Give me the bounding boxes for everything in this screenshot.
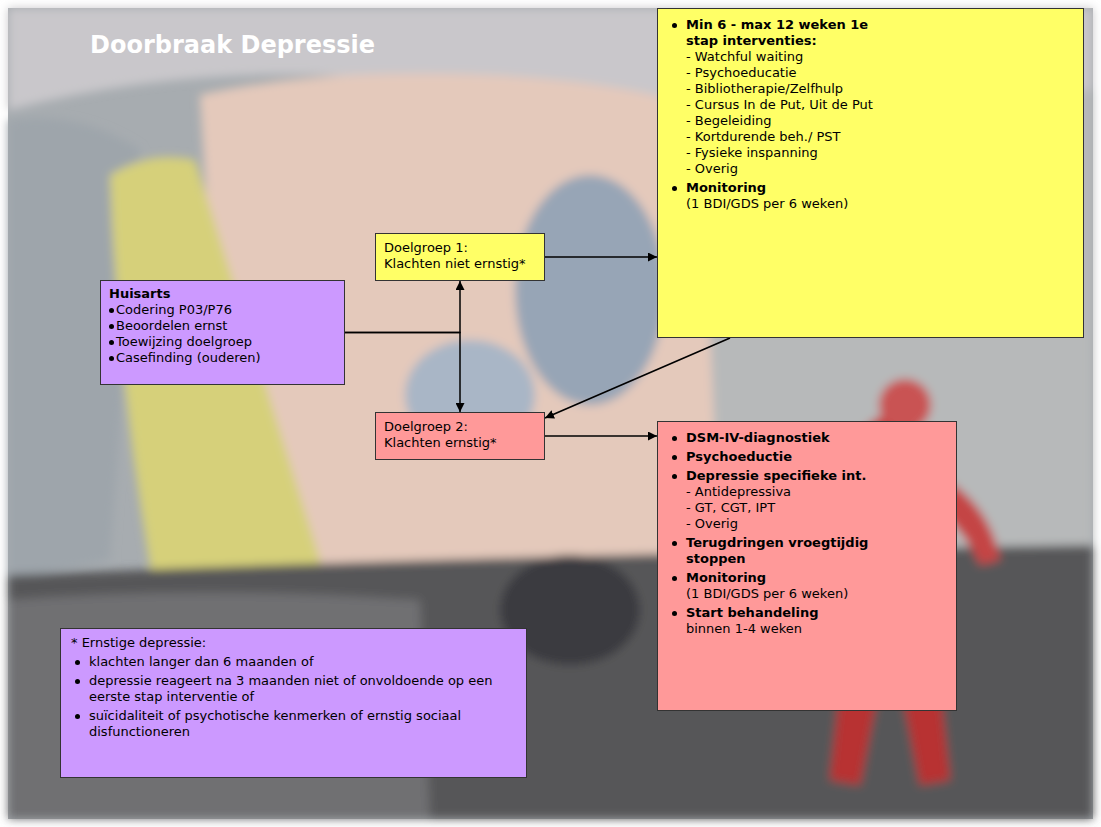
bullet-dot bbox=[672, 436, 677, 441]
body-text: depressie reageert na 3 maanden niet of … bbox=[71, 673, 516, 705]
body-text: Doelgroep 2: bbox=[384, 419, 536, 435]
bullet-dot bbox=[672, 455, 677, 460]
body-text: - Begeleiding bbox=[668, 113, 1073, 129]
painting-ground bbox=[8, 8, 1093, 819]
arrow-connector bbox=[345, 333, 460, 413]
body-text: - GT, CGT, IPT bbox=[668, 500, 946, 516]
body-text: Codering P03/P76 bbox=[109, 302, 336, 318]
bullet-dot bbox=[109, 308, 114, 313]
bullet-dot bbox=[672, 541, 677, 546]
bullet-dot bbox=[672, 474, 677, 479]
intervention-box: Min 6 - max 12 weken 1e stap interventie… bbox=[657, 8, 1084, 338]
yellow-slab bbox=[110, 157, 320, 620]
heading-text: Monitoring bbox=[668, 570, 946, 586]
bullet-dot bbox=[109, 356, 114, 361]
bullet-dot bbox=[672, 186, 677, 191]
body-text: - Psychoeducatie bbox=[668, 65, 1073, 81]
body-text: - Antidepressiva bbox=[668, 484, 946, 500]
body-text: - Overig bbox=[668, 161, 1073, 177]
body-text: - Fysieke inspanning bbox=[668, 145, 1073, 161]
arrow-connector bbox=[545, 338, 730, 418]
body-text: - Bibliotherapie/Zelfhulp bbox=[668, 81, 1073, 97]
body-text: - Overig bbox=[668, 516, 946, 532]
body-text: suïcidaliteit of psychotische kenmerken … bbox=[71, 708, 516, 740]
body-text: - Cursus In de Put, Uit de Put bbox=[668, 97, 1073, 113]
arrow-connector bbox=[545, 256, 657, 258]
bullet-dot bbox=[672, 576, 677, 581]
bullet-dot bbox=[109, 340, 114, 345]
bullet-dot bbox=[109, 324, 114, 329]
bullet-dot bbox=[75, 714, 80, 719]
heading-text: Depressie specifieke int. bbox=[668, 468, 946, 484]
body-text: Klachten ernstig* bbox=[384, 435, 536, 451]
intervention-box: DSM-IV-diagnostiekPsychoeductieDepressie… bbox=[657, 421, 957, 711]
body-text: Beoordelen ernst bbox=[109, 318, 336, 334]
body-text: - Watchful waiting bbox=[668, 49, 1073, 65]
body-text: Toewijzing doelgroep bbox=[109, 334, 336, 350]
heading-text: Huisarts bbox=[109, 286, 336, 302]
heading-text: DSM-IV-diagnostiek bbox=[668, 430, 946, 446]
bullet-dot bbox=[672, 23, 677, 28]
bullet-dot bbox=[672, 611, 677, 616]
body-text: binnen 1-4 weken bbox=[668, 621, 946, 637]
group-box: Doelgroep 1:Klachten niet ernstig* bbox=[375, 233, 545, 281]
footnote-box: * Ernstige depressie: klachten langer dan… bbox=[60, 628, 527, 778]
heading-text: Psychoeductie bbox=[668, 449, 946, 465]
arrow-connector bbox=[345, 281, 460, 333]
bullet-dot bbox=[75, 660, 80, 665]
heading-text: Monitoring bbox=[668, 180, 1073, 196]
heading-text: Start behandeling bbox=[668, 605, 946, 621]
body-text: - Kortdurende beh./ PST bbox=[668, 129, 1073, 145]
heading-text: Min 6 - max 12 weken 1e stap interventie… bbox=[668, 17, 901, 49]
blue-cloud bbox=[515, 175, 665, 405]
body-text: klachten langer dan 6 maanden of bbox=[71, 654, 516, 670]
body-text: Doelgroep 1: bbox=[384, 240, 536, 256]
body-text: * Ernstige depressie: bbox=[71, 635, 516, 651]
body-text: (1 BDI/GDS per 6 weken) bbox=[668, 586, 946, 602]
body-text: Casefinding (ouderen) bbox=[109, 350, 336, 366]
body-text: Klachten niet ernstig* bbox=[384, 256, 536, 272]
actor-box: HuisartsCodering P03/P76Beoordelen ernst… bbox=[100, 280, 345, 385]
body-text: (1 BDI/GDS per 6 weken) bbox=[668, 196, 1073, 212]
diagram-title: Doorbraak Depressie bbox=[90, 30, 375, 60]
arrow-connector bbox=[545, 435, 657, 437]
group-box: Doelgroep 2:Klachten ernstig* bbox=[375, 412, 545, 460]
bullet-dot bbox=[75, 679, 80, 684]
heading-text: Terugdringen vroegtijdig stoppen bbox=[668, 535, 906, 567]
watercolor-shapes bbox=[8, 8, 1093, 819]
